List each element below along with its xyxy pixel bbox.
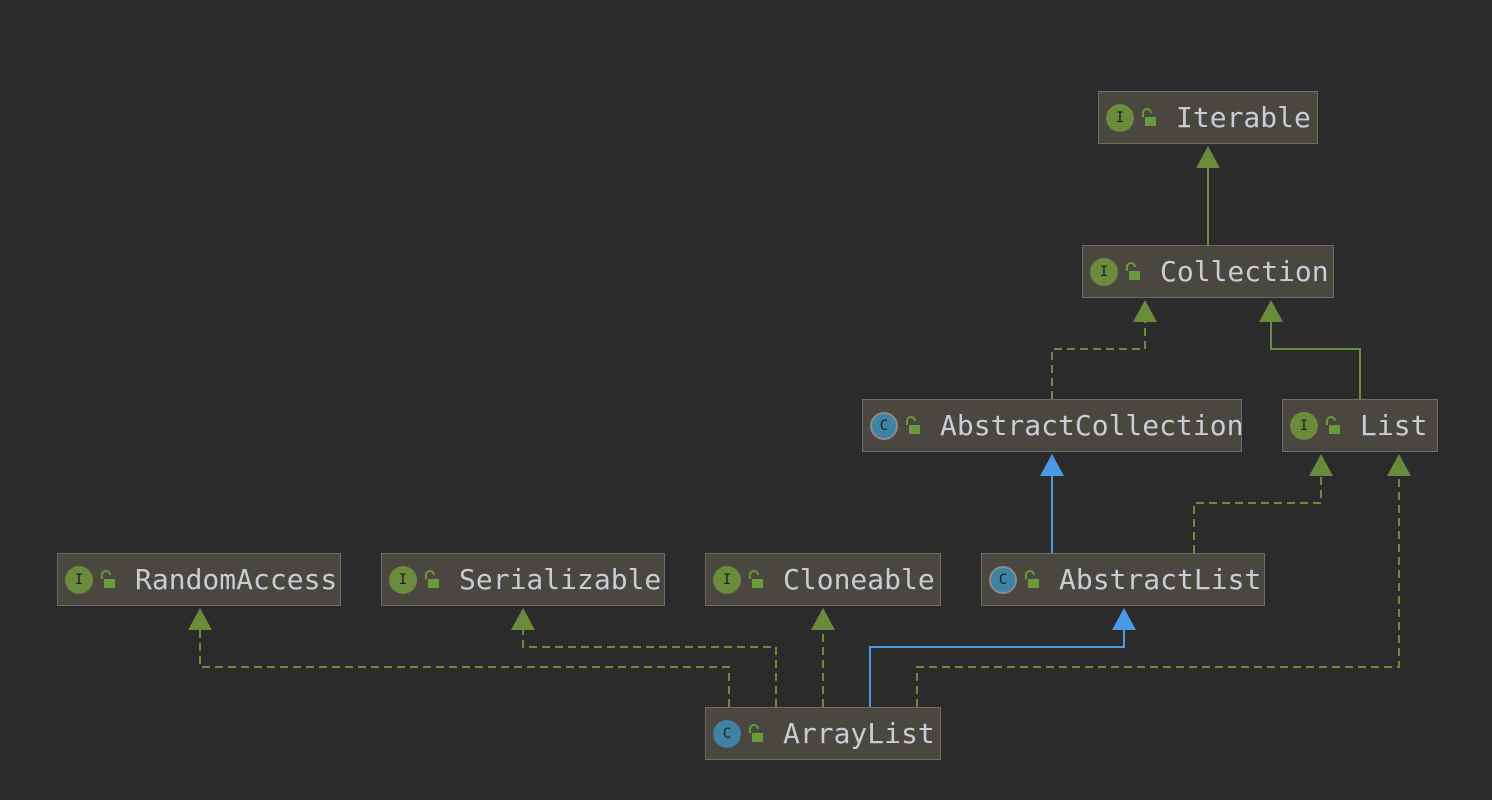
edge-array_list-to-list	[916, 454, 1411, 707]
unlock-icon	[1025, 569, 1039, 588]
edge-line	[522, 628, 777, 707]
node-abstract-collection[interactable]: C AbstractCollection	[862, 399, 1244, 452]
node-label: Iterable	[1176, 101, 1311, 134]
edge-abstract_collection-to-collection	[1051, 300, 1157, 399]
abstract-class-icon: C	[989, 565, 1017, 594]
arrowhead	[1196, 146, 1220, 168]
node-abstract-list[interactable]: C AbstractList	[981, 553, 1265, 606]
arrowhead	[811, 608, 835, 630]
node-label: ArrayList	[783, 717, 935, 750]
interface-icon: I	[1106, 103, 1134, 132]
unlock-icon	[425, 569, 439, 588]
edge-line	[916, 474, 1400, 707]
node-label: Collection	[1160, 255, 1329, 288]
arrowhead	[1259, 300, 1283, 322]
node-label: Cloneable	[783, 563, 935, 596]
arrowhead	[1133, 300, 1157, 322]
arrowhead	[1112, 608, 1136, 630]
edge-array_list-to-abstract_list	[869, 608, 1136, 707]
arrowhead	[511, 608, 535, 630]
interface-icon: I	[1290, 411, 1318, 440]
unlock-icon	[906, 415, 920, 434]
edge-array_list-to-random_access	[188, 608, 730, 707]
arrowhead	[1040, 454, 1064, 476]
node-label: AbstractCollection	[940, 409, 1244, 442]
interface-icon: I	[713, 565, 741, 594]
unlock-icon	[1326, 415, 1340, 434]
edge-line	[1051, 320, 1146, 399]
edge-abstract_list-to-list	[1193, 454, 1333, 553]
unlock-icon	[749, 723, 763, 742]
edge-line	[869, 628, 1125, 707]
node-label: List	[1360, 409, 1428, 442]
node-random-access[interactable]: I RandomAccess	[57, 553, 341, 606]
node-collection[interactable]: I Collection	[1082, 245, 1334, 298]
edge-array_list-to-serializable	[511, 608, 777, 707]
node-label: Serializable	[459, 563, 662, 596]
node-iterable[interactable]: I Iterable	[1098, 91, 1318, 144]
unlock-icon	[1126, 261, 1140, 280]
node-list[interactable]: I List	[1282, 399, 1438, 452]
abstract-class-icon: C	[870, 411, 898, 440]
edge-array_list-to-cloneable	[811, 608, 835, 707]
edge-line	[1193, 474, 1322, 553]
node-array-list[interactable]: C ArrayList	[705, 707, 941, 760]
edge-collection-to-iterable	[1196, 146, 1220, 245]
edge-line	[1270, 320, 1361, 399]
node-cloneable[interactable]: I Cloneable	[705, 553, 941, 606]
edge-abstract_list-to-abstract_collection	[1040, 454, 1064, 553]
interface-icon: I	[1090, 257, 1118, 286]
arrowhead	[1387, 454, 1411, 476]
arrowhead	[1309, 454, 1333, 476]
arrowhead	[188, 608, 212, 630]
edge-line	[199, 628, 730, 707]
class-icon: C	[713, 719, 741, 748]
node-label: AbstractList	[1059, 563, 1262, 596]
node-serializable[interactable]: I Serializable	[381, 553, 665, 606]
node-label: RandomAccess	[135, 563, 338, 596]
interface-icon: I	[65, 565, 93, 594]
unlock-icon	[101, 569, 115, 588]
interface-icon: I	[389, 565, 417, 594]
unlock-icon	[749, 569, 763, 588]
edge-list-to-collection	[1259, 300, 1361, 399]
unlock-icon	[1142, 107, 1156, 126]
